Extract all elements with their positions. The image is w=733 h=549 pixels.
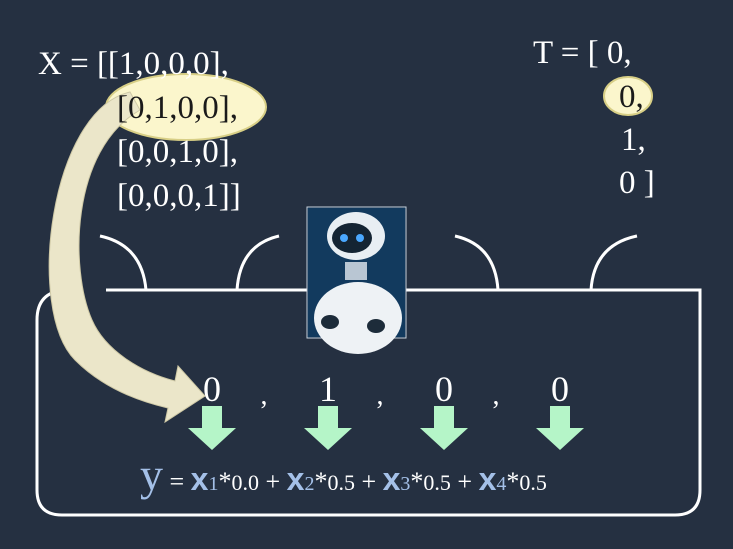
t-vector-row-2: 0, <box>619 79 644 115</box>
equation-weight-1: 0.0 <box>231 470 259 495</box>
equation-sub-2: 2 <box>304 473 315 495</box>
output-separator-3: , <box>492 380 500 411</box>
output-separator-1: , <box>260 380 268 411</box>
equation-op-2: * <box>314 467 328 496</box>
output-value-3: 0 <box>435 369 453 409</box>
equation-x-4: x <box>478 461 497 497</box>
equation-y: y <box>140 449 163 500</box>
output-value-1: 0 <box>203 369 221 409</box>
highlight-ellipse-t-row2 <box>603 76 653 116</box>
input-cup-1 <box>99 234 148 291</box>
equation-weight-3: 0.5 <box>423 470 451 495</box>
t-vector-row-4: 0 ] <box>619 165 655 201</box>
equation-x-3: x <box>382 461 401 497</box>
input-cup-3 <box>454 234 500 291</box>
equation-plus-2: + <box>361 467 377 496</box>
equation-plus-1: + <box>265 467 281 496</box>
equation-equals: = <box>169 467 185 496</box>
output-separator-2: , <box>376 380 384 411</box>
input-cup-4 <box>589 234 638 291</box>
x-matrix-row-1: X = [[1,0,0,0], <box>38 46 229 82</box>
x-matrix-row-3: [0,0,1,0], <box>117 134 238 170</box>
t-vector-row-1: T = [ 0, <box>533 35 632 71</box>
weighted-sum-equation: y = x1*0.0 + x2*0.5 + x3*0.5 + x4*0.5 <box>140 448 547 501</box>
robot-image <box>306 206 407 354</box>
x-matrix-row-2: [0,1,0,0], <box>117 90 238 126</box>
x-matrix-row-4: [0,0,0,1]] <box>117 178 241 214</box>
equation-plus-3: + <box>457 467 473 496</box>
equation-sub-3: 3 <box>400 473 411 495</box>
equation-x-2: x <box>286 461 305 497</box>
input-cup-2 <box>235 234 280 291</box>
output-value-2: 1 <box>319 369 337 409</box>
equation-sub-1: 1 <box>208 473 219 495</box>
equation-op-1: * <box>218 467 232 496</box>
equation-weight-4: 0.5 <box>519 470 547 495</box>
equation-sub-4: 4 <box>496 473 507 495</box>
equation-weight-2: 0.5 <box>327 470 355 495</box>
output-value-4: 0 <box>551 369 569 409</box>
layer-container-outline <box>35 288 702 517</box>
equation-op-4: * <box>506 467 520 496</box>
equation-op-3: * <box>410 467 424 496</box>
curved-arrow-icon <box>48 91 206 424</box>
down-arrow-icon <box>188 406 584 450</box>
t-vector-row-3: 1, <box>621 122 646 158</box>
equation-x-1: x <box>190 461 209 497</box>
